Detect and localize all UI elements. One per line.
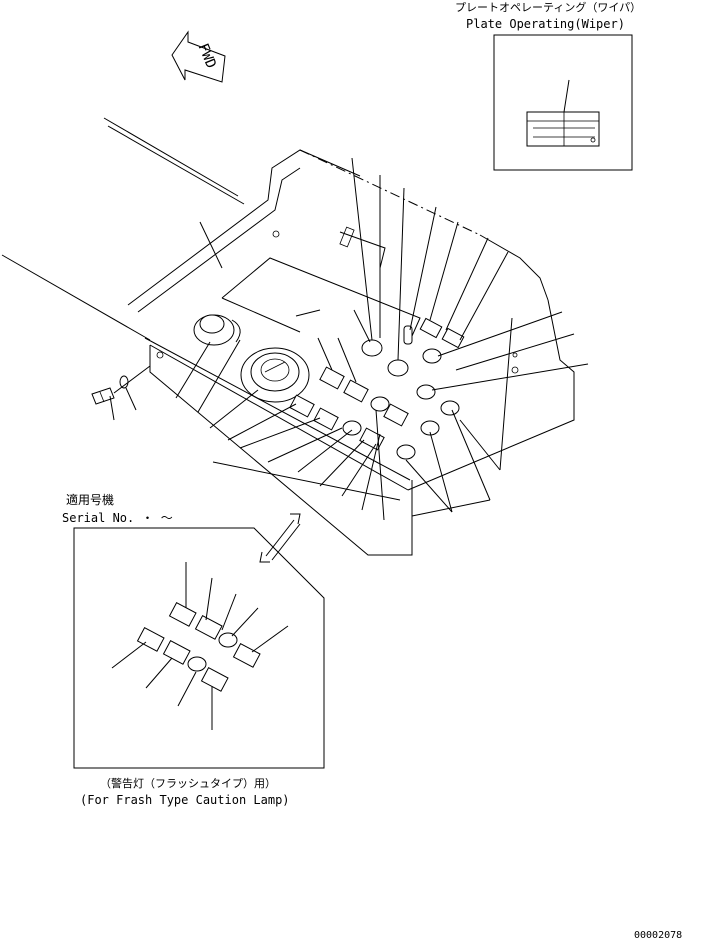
leader-lines bbox=[109, 157, 589, 521]
plate-title-jp: プレートオペレーティング（ワイパ） bbox=[455, 0, 641, 14]
serial-label-jp: 適用号機 bbox=[66, 492, 114, 507]
plate-title-en: Plate Operating(Wiper) bbox=[466, 17, 625, 31]
console-body bbox=[1, 117, 575, 556]
monitor-gauge bbox=[240, 347, 310, 403]
rocker-switches bbox=[289, 317, 465, 451]
double-arrow-icon bbox=[259, 513, 301, 563]
forward-arrow-icon: FWD bbox=[171, 30, 226, 83]
caution-label-jp: （警告灯（フラッシュタイプ）用） bbox=[100, 776, 276, 790]
drawing-number: 00002078 bbox=[634, 930, 682, 941]
caution-label-en: (For Frash Type Caution Lamp) bbox=[80, 793, 290, 807]
wiper-plate-inset: プレートオペレーティング（ワイパ） Plate Operating(Wiper) bbox=[455, 0, 641, 171]
start-switch-knob bbox=[193, 314, 241, 346]
caution-lamp-inset: 適用号機 Serial No. ・ 〜 （警告灯（フラッシュタイプ）用） (Fo… bbox=[62, 492, 325, 807]
serial-label-en: Serial No. ・ 〜 bbox=[62, 511, 173, 525]
toggle-switches bbox=[361, 325, 413, 377]
indicator-lamps bbox=[342, 348, 460, 460]
bolt-washer bbox=[91, 365, 151, 405]
